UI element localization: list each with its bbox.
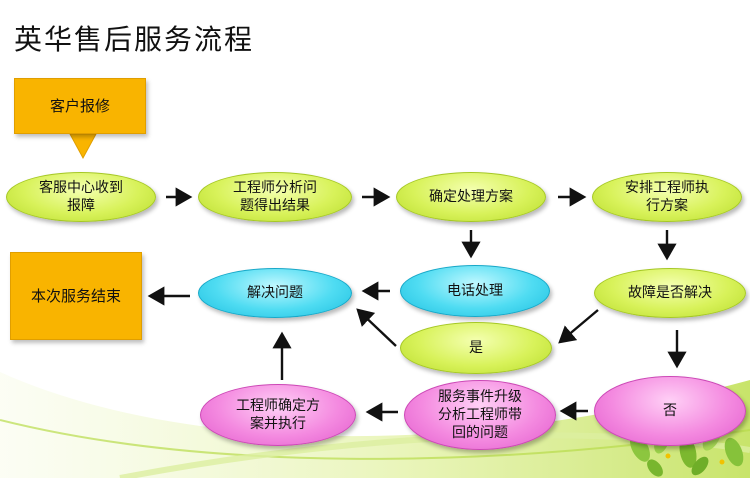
node-resolved-question: 故障是否解决 [594, 268, 746, 318]
node-label: 客服中心收到 报障 [39, 180, 123, 214]
node-label: 否 [663, 403, 677, 419]
node-label: 是 [469, 340, 483, 356]
node-service-center: 客服中心收到 报障 [6, 172, 156, 222]
node-customer-report: 客户报修 [14, 78, 146, 134]
node-label: 工程师分析问 题得出结果 [233, 180, 317, 214]
node-label: 客户报修 [49, 97, 110, 115]
node-engineer-execute: 工程师确定方 案并执行 [200, 384, 356, 446]
node-service-end: 本次服务结束 [10, 252, 142, 340]
diagram-title: 英华售后服务流程 [14, 23, 255, 56]
node-label: 工程师确定方 案并执行 [236, 398, 320, 432]
node-label: 电话处理 [447, 283, 503, 299]
node-engineer-analyze: 工程师分析问 题得出结果 [198, 172, 352, 222]
node-escalate: 服务事件升级 分析工程师带 回的问题 [404, 380, 556, 450]
node-determine-plan: 确定处理方案 [396, 172, 546, 222]
node-label: 服务事件升级 分析工程师带 回的问题 [438, 389, 522, 441]
node-label: 解决问题 [247, 285, 303, 301]
node-no: 否 [594, 376, 746, 446]
node-label: 安排工程师执 行方案 [625, 180, 709, 214]
node-label: 故障是否解决 [628, 285, 712, 301]
node-phone-handling: 电话处理 [400, 265, 550, 317]
node-label: 确定处理方案 [429, 189, 513, 205]
node-solve-problem: 解决问题 [198, 268, 352, 318]
node-label: 本次服务结束 [30, 287, 121, 305]
node-yes: 是 [400, 322, 552, 374]
node-assign-engineer: 安排工程师执 行方案 [592, 172, 742, 222]
